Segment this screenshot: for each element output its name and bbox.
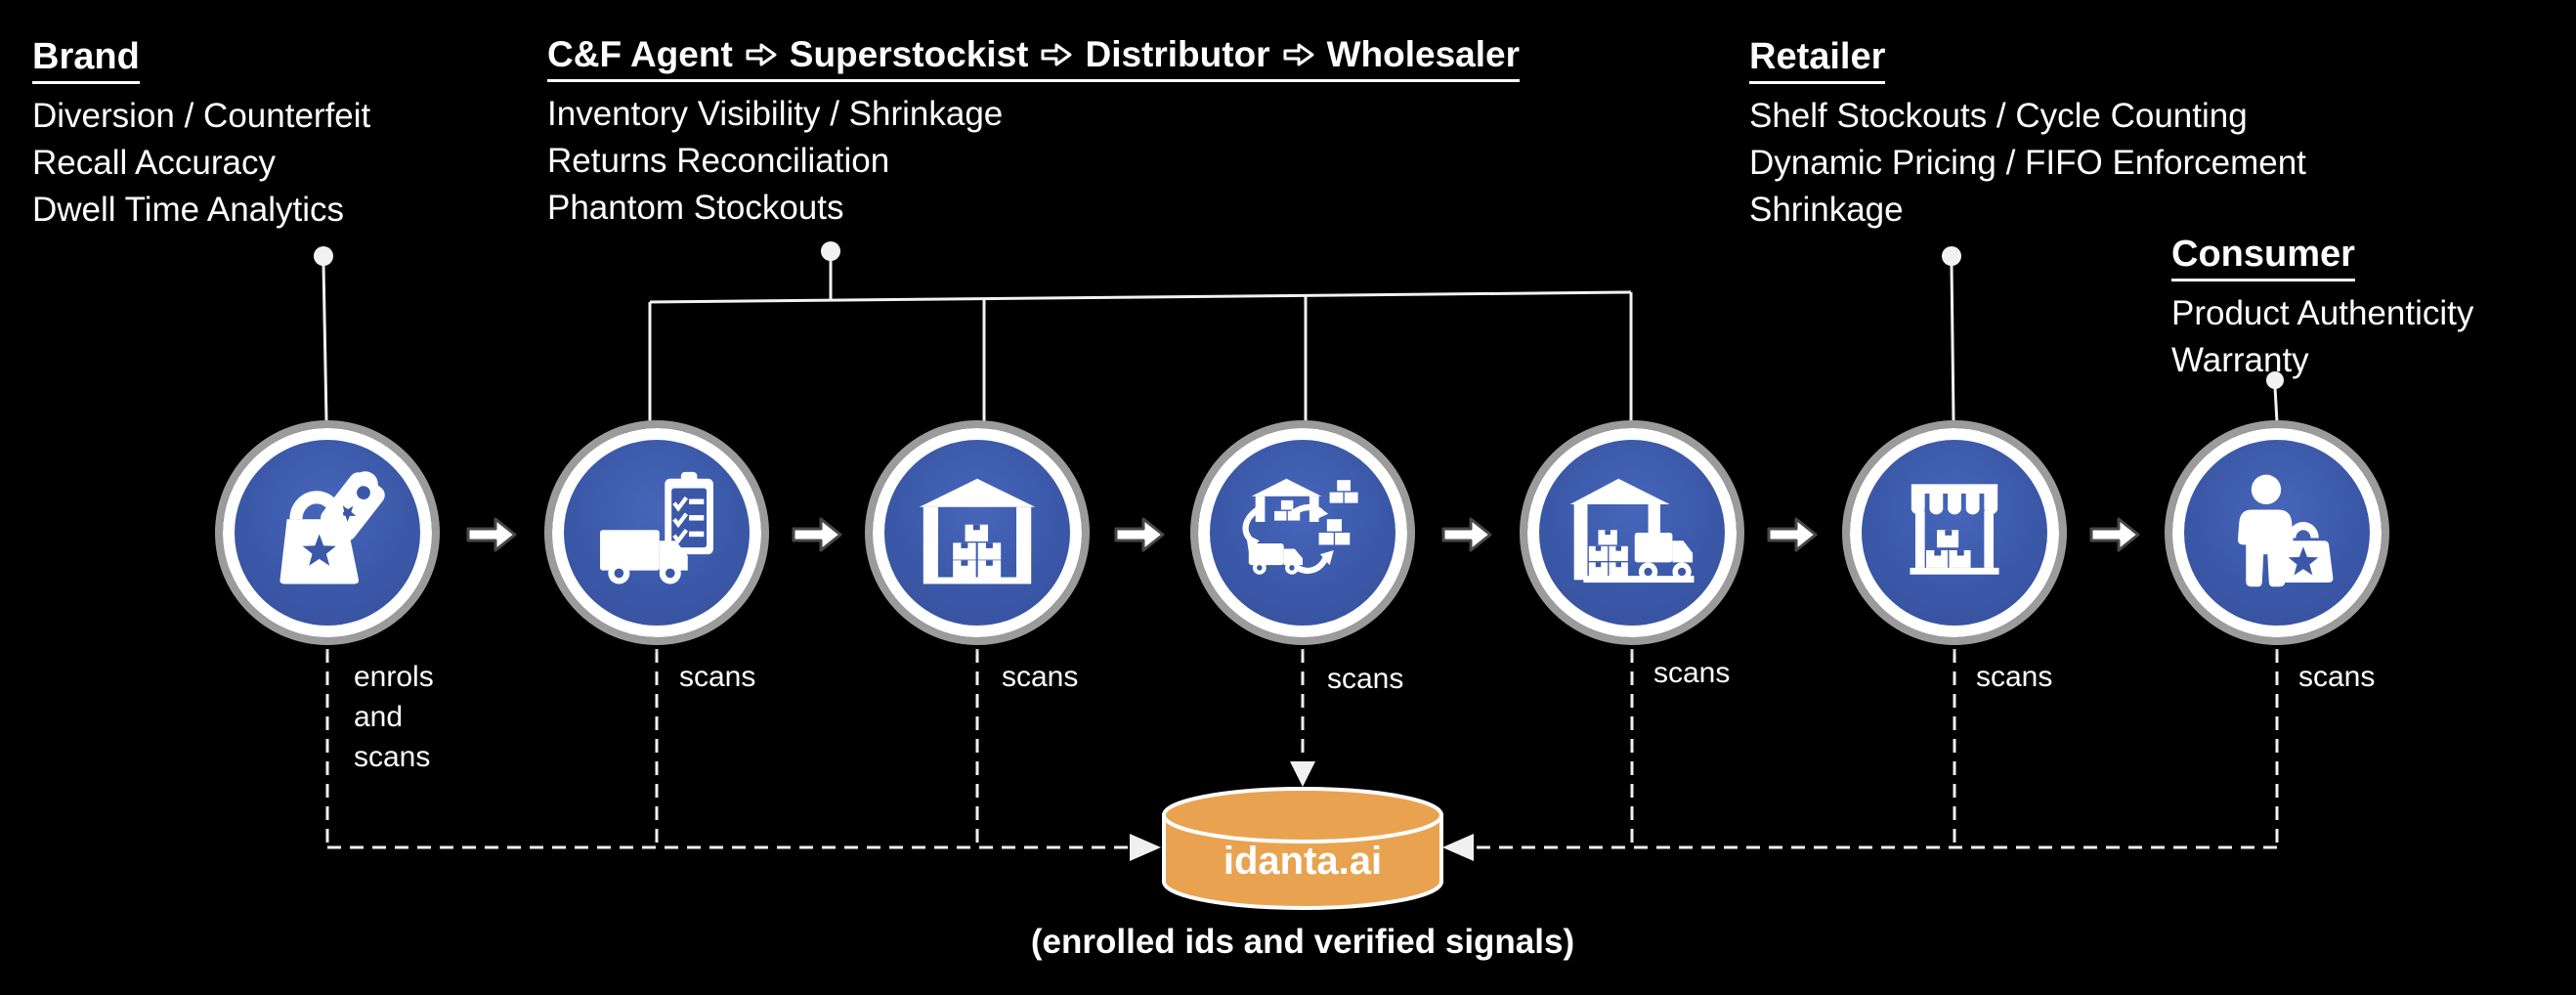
database-cylinder: idanta.ai [1162, 787, 1443, 910]
action-label-brand: enrols and scans [354, 661, 434, 773]
brand-line: Diversion / Counterfeit [32, 97, 371, 135]
retailer-line: Shrinkage [1749, 191, 1904, 229]
action-label-wholesaler: scans [1653, 657, 1731, 689]
brand-line: Dwell Time Analytics [32, 191, 344, 229]
white-arrow-right-icon [746, 43, 777, 66]
action-label-cf-agent: scans [679, 661, 756, 693]
chain-heading: C&F Agent Superstockist Distributor Whol… [547, 33, 1520, 82]
truck-checklist-icon [600, 471, 713, 584]
node-retailer [1850, 428, 2059, 637]
white-arrow-right-icon [1041, 43, 1072, 66]
database-label: idanta.ai [1224, 840, 1382, 883]
brand-title: Brand [32, 36, 140, 77]
warehouse-boxes-icon [919, 478, 1036, 584]
retailer-callout: Retailer Shelf Stockouts / Cycle Countin… [1749, 35, 2306, 234]
node-wholesaler [1527, 428, 1737, 637]
white-arrow-right-icon [1283, 43, 1314, 66]
action-label-superstockist: scans [1002, 661, 1079, 693]
brand-line: Recall Accuracy [32, 144, 276, 182]
retailer-title: Retailer [1749, 36, 1886, 77]
node-brand [223, 428, 432, 637]
chain-line: Phantom Stockouts [547, 189, 844, 227]
node-cf-agent [552, 428, 761, 637]
chain-line: Returns Reconciliation [547, 142, 890, 180]
database-caption: (enrolled ids and verified signals) [1030, 923, 1575, 961]
consumer-heading: Consumer [2171, 233, 2355, 281]
chain-segment: Distributor [1085, 34, 1270, 74]
node-distributor [1198, 428, 1407, 637]
consumer-line: Product Authenticity [2171, 294, 2474, 332]
chain-segment: Wholesaler [1326, 34, 1520, 74]
distribution-cycle-icon [1242, 478, 1358, 575]
block-arrow-right-icon [792, 517, 842, 552]
consumer-title: Consumer [2171, 234, 2355, 275]
retailer-line: Shelf Stockouts / Cycle Counting [1749, 97, 2248, 135]
warehouse-truck-icon [1569, 478, 1695, 584]
chain-segment: Superstockist [789, 34, 1029, 74]
block-arrow-right-icon [1441, 517, 1492, 552]
block-arrow-right-icon [2089, 517, 2140, 552]
brand-heading: Brand [32, 35, 140, 84]
consumer-line: Warranty [2171, 341, 2309, 379]
storefront-boxes-icon [1910, 484, 1999, 575]
node-superstockist [873, 428, 1082, 637]
action-label-distributor: scans [1327, 663, 1404, 695]
node-consumer [2172, 428, 2382, 637]
chain-callout: C&F Agent Superstockist Distributor Whol… [547, 33, 1520, 232]
block-arrow-right-icon [466, 517, 517, 552]
consumer-callout: Consumer Product Authenticity Warranty [2171, 233, 2473, 384]
block-arrow-right-icon [1767, 517, 1818, 552]
shopping-bag-tag-icon [279, 471, 385, 584]
action-label-consumer: scans [2298, 661, 2376, 693]
brand-callout: Brand Diversion / Counterfeit Recall Acc… [32, 35, 370, 234]
chain-segment: C&F Agent [547, 34, 733, 74]
retailer-line: Dynamic Pricing / FIFO Enforcement [1749, 144, 2306, 182]
person-shopping-bag-icon [2237, 474, 2334, 587]
action-label-retailer: scans [1976, 661, 2053, 693]
retailer-heading: Retailer [1749, 35, 1886, 84]
block-arrow-right-icon [1114, 517, 1165, 552]
chain-line: Inventory Visibility / Shrinkage [547, 95, 1004, 133]
